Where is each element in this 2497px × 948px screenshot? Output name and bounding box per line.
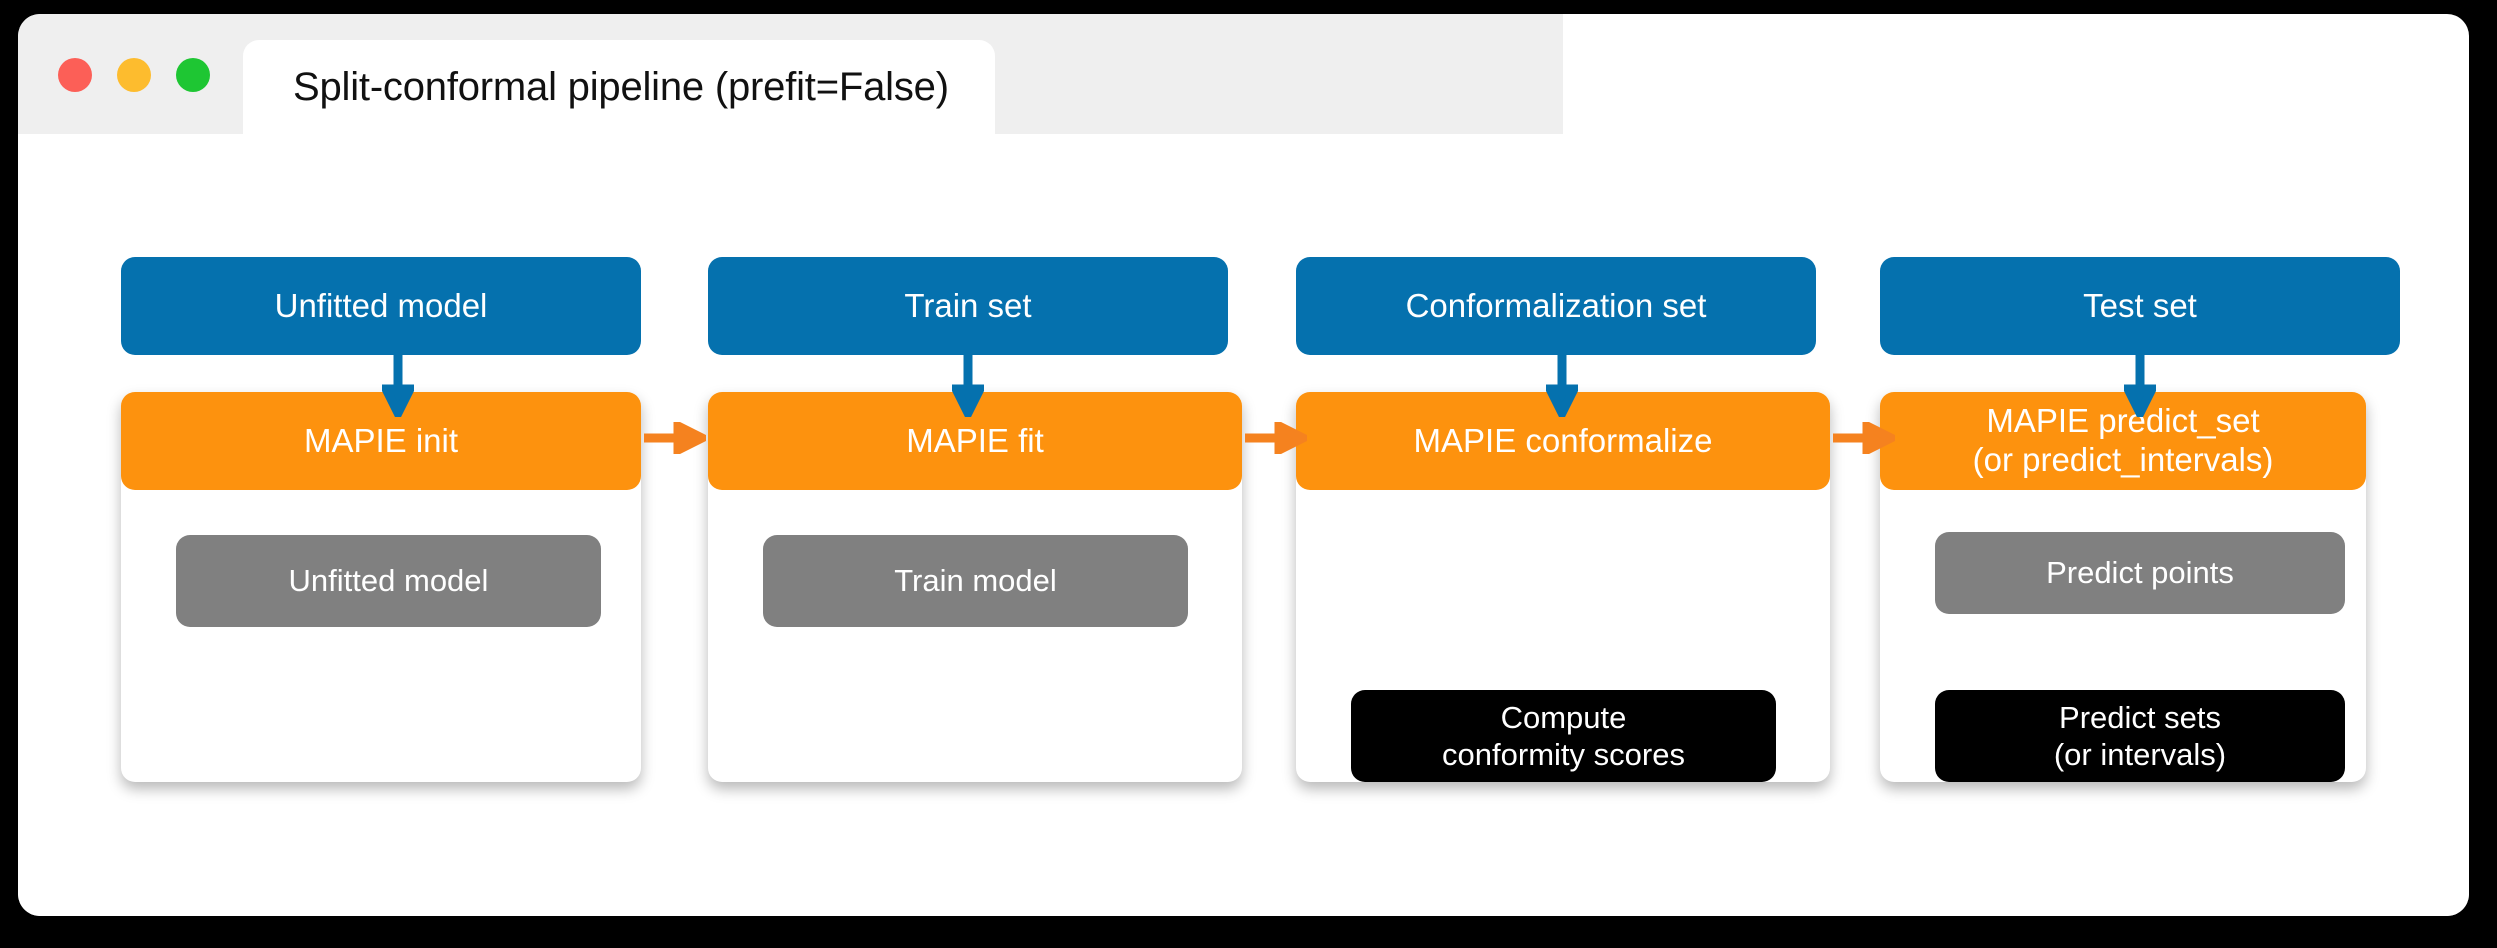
traffic-lights — [58, 58, 210, 92]
input-chip-label: Unfitted model — [274, 287, 488, 325]
stage-item-train-model: Train model — [763, 535, 1188, 627]
stage-item-unfitted-model: Unfitted model — [176, 535, 601, 627]
close-button[interactable] — [58, 58, 92, 92]
stage-header-label: MAPIE conformalize — [1413, 421, 1713, 459]
input-chip-conformalization-set: Conformalization set — [1296, 257, 1816, 355]
input-chip-label: Train set — [904, 287, 1032, 325]
arrow-down-icon-col3 — [1546, 355, 1578, 417]
page-title: Split-conformal pipeline (prefit=False) — [293, 64, 949, 109]
minimize-button[interactable] — [117, 58, 151, 92]
stage-item-predict-points: Predict points — [1935, 532, 2345, 614]
arrow-right-icon-fit-to-conformalize — [1245, 422, 1307, 454]
stage-item-label: Unfitted model — [288, 562, 489, 598]
diagram-canvas: Unfitted model MAPIE init Unfitted model… — [18, 134, 2469, 916]
stage-header-label: MAPIE predict_set (or predict_intervals) — [1972, 402, 2274, 478]
stage-header-label: MAPIE fit — [906, 421, 1044, 459]
stage-item-label: Compute conformity scores — [1442, 699, 1685, 772]
stage-header-label: MAPIE init — [303, 421, 459, 459]
stage-item-predict-sets: Predict sets (or intervals) — [1935, 690, 2345, 782]
stage-item-label: Train model — [894, 562, 1057, 598]
maximize-button[interactable] — [176, 58, 210, 92]
stage-header-mapie-fit: MAPIE fit — [708, 392, 1242, 490]
input-chip-train-set: Train set — [708, 257, 1228, 355]
arrow-down-icon-col2 — [952, 355, 984, 417]
input-chip-label: Test set — [2083, 287, 2197, 325]
stage-header-mapie-init: MAPIE init — [121, 392, 641, 490]
app-window: Split-conformal pipeline (prefit=False) … — [18, 14, 2469, 916]
arrow-right-icon-init-to-fit — [644, 422, 706, 454]
arrow-down-icon-col4 — [2124, 355, 2156, 417]
stage-item-compute-conformity-scores: Compute conformity scores — [1351, 690, 1776, 782]
input-chip-label: Conformalization set — [1405, 287, 1707, 325]
stage-item-label: Predict sets (or intervals) — [2053, 699, 2227, 772]
input-chip-unfitted-model: Unfitted model — [121, 257, 641, 355]
stage-header-mapie-predict-set: MAPIE predict_set (or predict_intervals) — [1880, 392, 2366, 490]
stage-item-label: Predict points — [2046, 554, 2234, 590]
arrow-down-icon-col1 — [382, 355, 414, 417]
window-tab[interactable]: Split-conformal pipeline (prefit=False) — [243, 40, 995, 134]
input-chip-test-set: Test set — [1880, 257, 2400, 355]
arrow-right-icon-conformalize-to-predict — [1833, 422, 1895, 454]
